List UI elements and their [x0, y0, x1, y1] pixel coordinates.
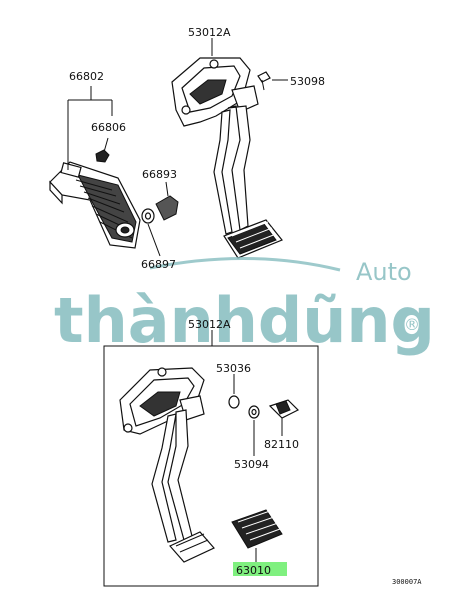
watermark-registered: ®	[404, 315, 420, 334]
pedal-pad-63010	[231, 509, 283, 549]
label-66897: 66897	[141, 258, 176, 271]
switch-82110	[268, 399, 300, 419]
label-66893: 66893	[142, 168, 177, 181]
label-66806: 66806	[91, 121, 126, 134]
pedal-assembly-53012a-top	[171, 57, 283, 259]
bushing-53094	[248, 405, 260, 419]
nut-66806	[95, 149, 110, 163]
watermark: Auto thànhdũng ®	[54, 257, 435, 357]
label-63010: 63010	[236, 564, 271, 577]
label-53094: 53094	[234, 458, 269, 471]
pedal-assembly-53012a-bottom	[119, 367, 215, 563]
label-53012a-top: 53012A	[188, 26, 231, 39]
highlight-63010	[233, 562, 287, 576]
label-82110: 82110	[264, 438, 299, 451]
label-53098: 53098	[290, 75, 325, 88]
stopper-66893	[155, 195, 179, 221]
watermark-auto: Auto	[356, 258, 412, 286]
diagram-code: 300007A	[392, 578, 422, 586]
clip-53036	[228, 395, 240, 409]
label-53012a-mid: 53012A	[188, 318, 231, 331]
label-66802: 66802	[69, 70, 104, 83]
bushing-66897	[141, 208, 155, 224]
watermark-brand: thànhdũng	[54, 284, 435, 357]
assembly-box	[103, 345, 319, 587]
label-53036: 53036	[216, 362, 251, 375]
bracket-assembly-66802	[49, 161, 141, 249]
bolt-53098	[257, 71, 271, 91]
